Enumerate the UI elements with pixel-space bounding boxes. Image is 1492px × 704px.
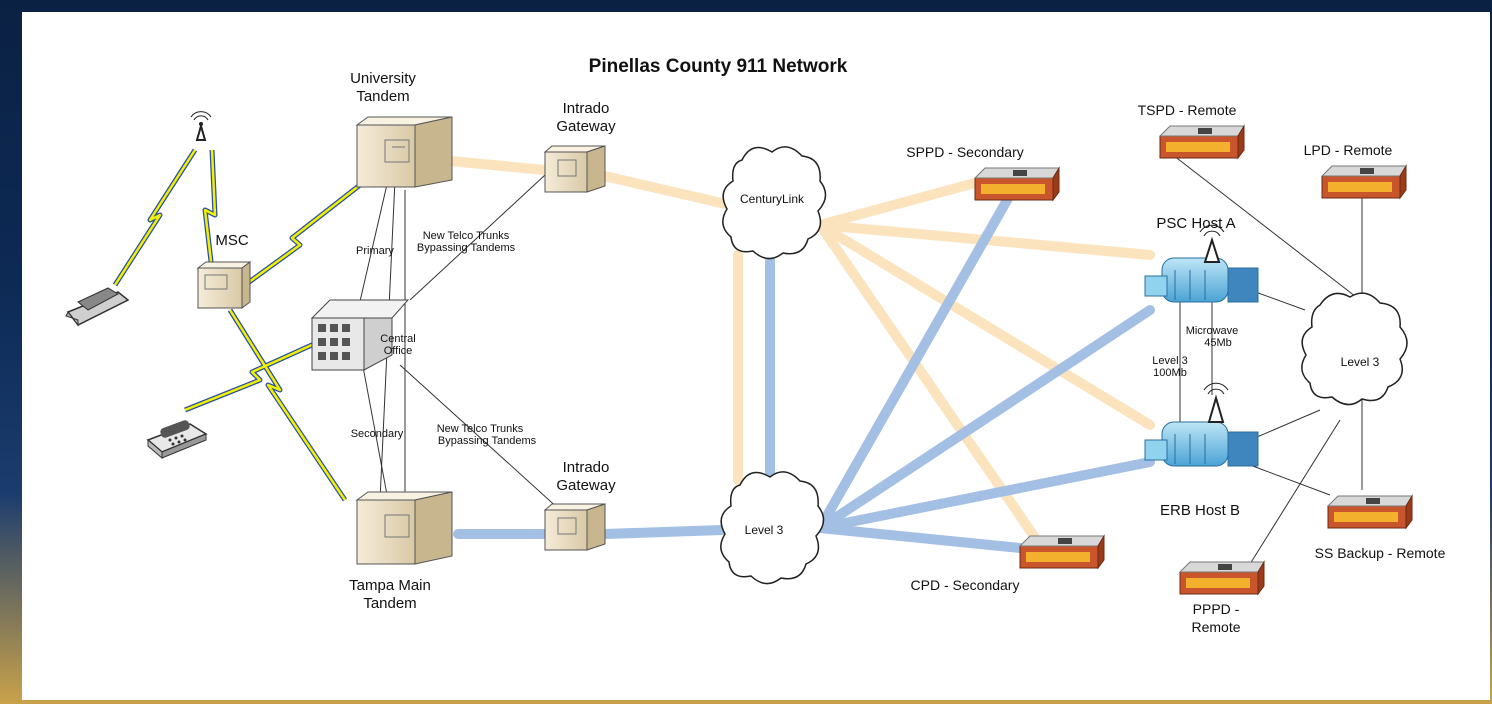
intrado-gateway-top-icon: [543, 145, 606, 193]
blue-links: [453, 190, 1155, 553]
intrado-bottom-label-2: Gateway: [556, 477, 616, 494]
intrado-top-label-1: Intrado: [563, 100, 610, 117]
lpd-building-icon: [1321, 165, 1407, 199]
central-office-label-1: Central: [380, 333, 415, 345]
ss-backup-label: SS Backup - Remote: [1315, 545, 1446, 561]
intrado-top-label-2: Gateway: [556, 118, 616, 135]
level3-left-label: Level 3: [745, 523, 784, 537]
tspd-label: TSPD - Remote: [1138, 102, 1237, 118]
university-tandem-label-2: Tandem: [356, 88, 409, 105]
trunks-top-label-2: Bypassing Tandems: [417, 242, 516, 254]
desk-phone-icon: [146, 420, 208, 460]
level3-link-label-1: Level 3: [1152, 355, 1187, 367]
psc-host-building-icon: [1144, 224, 1259, 303]
level3-left-cloud-icon: [720, 471, 825, 585]
pppd-label-3: Remote: [1191, 619, 1240, 635]
centurylink-label: CenturyLink: [740, 192, 805, 206]
secondary-link-label: Secondary: [351, 428, 404, 440]
diagram-title: Pinellas County 911 Network: [589, 56, 848, 77]
wireless-links: [112, 148, 362, 502]
msc-switch-icon: [196, 261, 252, 309]
level3-right-cloud-icon: [1301, 292, 1408, 406]
intrado-gateway-bottom-icon: [543, 503, 606, 551]
intrado-bottom-label-1: Intrado: [563, 459, 610, 476]
tampa-tandem-label-1: Tampa Main: [349, 577, 431, 594]
mobile-phone-icon: [65, 287, 130, 327]
primary-link-label: Primary: [356, 245, 394, 257]
erb-host-label: ERB Host B: [1160, 502, 1240, 519]
thin-links: [357, 144, 1363, 581]
pppd-label-1: PPPD -: [1193, 601, 1240, 617]
cpd-label: CPD - Secondary: [911, 577, 1020, 593]
centurylink-cloud-icon: [722, 146, 827, 260]
msc-label: MSC: [215, 232, 249, 249]
pppd-building-icon: [1179, 561, 1265, 595]
microwave-label-2: 45Mb: [1204, 337, 1232, 349]
university-tandem-server-icon: [355, 116, 453, 188]
psc-host-label: PSC Host A: [1156, 215, 1235, 232]
trunks-top-label-1: New Telco Trunks: [423, 230, 510, 242]
microwave-label-1: Microwave: [1186, 325, 1239, 337]
trunks-bottom-label-1: New Telco Trunks: [437, 423, 524, 435]
central-office-building-icon: [310, 299, 410, 371]
lpd-label: LPD - Remote: [1304, 142, 1393, 158]
level3-link-label-2: 100Mb: [1153, 367, 1187, 379]
university-tandem-label-1: University: [350, 70, 416, 87]
erb-host-building-icon: [1144, 382, 1259, 467]
ss-backup-building-icon: [1327, 495, 1413, 529]
cpd-building-icon: [1019, 535, 1105, 569]
tampa-tandem-server-icon: [355, 491, 453, 565]
tampa-tandem-label-2: Tandem: [363, 595, 416, 612]
trunks-bottom-label-2: Bypassing Tandems: [438, 435, 537, 447]
cell-tower-icon: [190, 111, 212, 141]
central-office-label-2: Office: [384, 345, 413, 357]
level3-right-label: Level 3: [1341, 355, 1380, 369]
sppd-label: SPPD - Secondary: [906, 144, 1024, 160]
sppd-building-icon: [974, 167, 1060, 201]
tspd-building-icon: [1159, 125, 1245, 159]
